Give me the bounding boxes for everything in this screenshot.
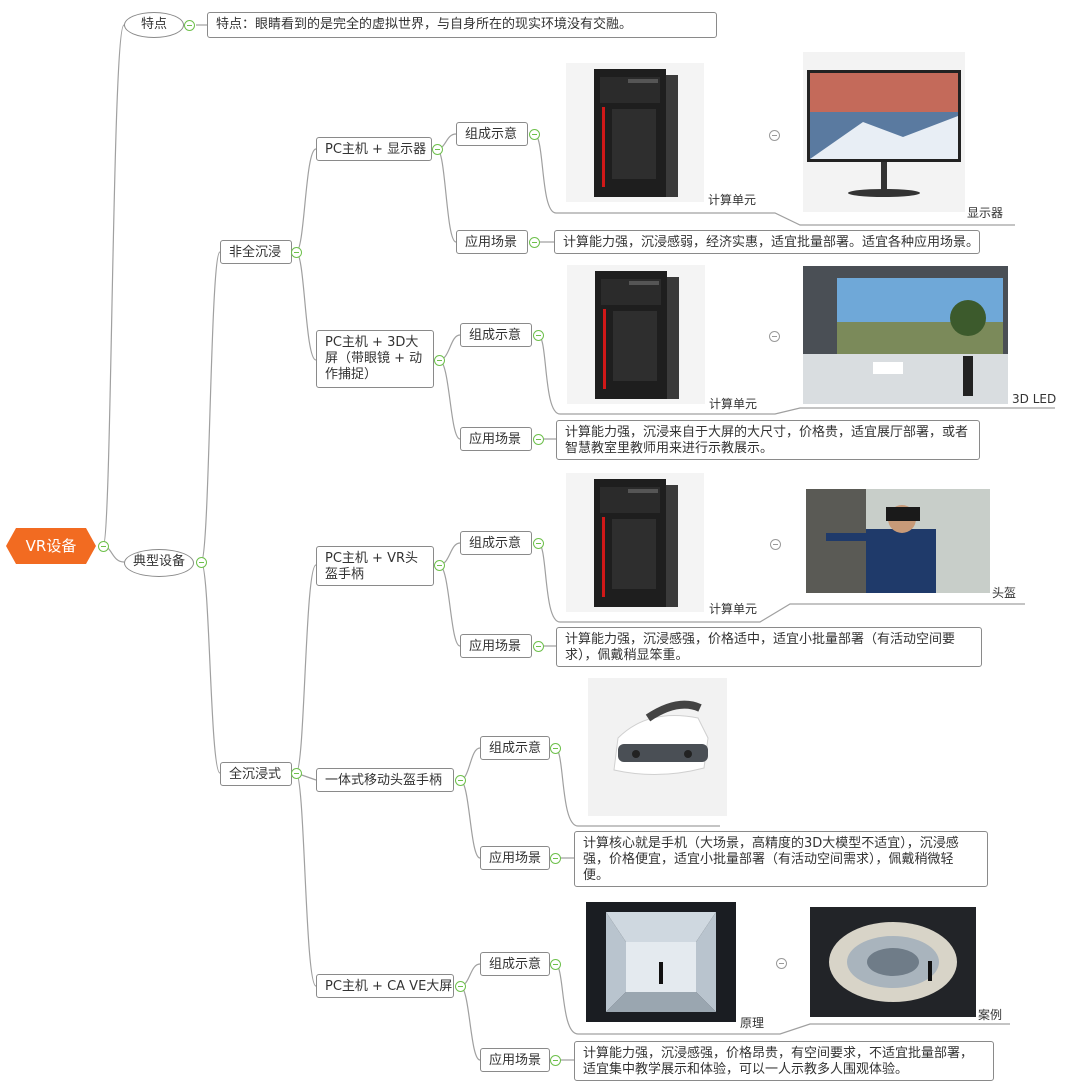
device-pc-monitor-node[interactable]: PC主机 + 显示器: [316, 137, 432, 161]
device-pc-cave-node[interactable]: PC主机 + CA VE大屏: [316, 974, 454, 998]
image-caption: 3D LED: [1012, 392, 1057, 406]
collapse-icon[interactable]: [550, 853, 561, 864]
apply-node[interactable]: 应用场景: [480, 1048, 550, 1072]
pc-tower-image: [566, 473, 704, 612]
feature-node[interactable]: 特点: [124, 12, 184, 38]
collapse-icon[interactable]: [776, 958, 787, 969]
cave-principle-image: [586, 902, 736, 1022]
3d-led-screen-image: [803, 266, 1008, 404]
collapse-icon[interactable]: [769, 130, 780, 141]
apply-text-node[interactable]: 计算能力强，沉浸感强，价格昂贵，有空间要求，不适宜批量部署，适宜集中教学展示和体…: [574, 1041, 994, 1081]
compose-node[interactable]: 组成示意: [480, 736, 550, 760]
collapse-icon[interactable]: [434, 560, 445, 571]
collapse-icon[interactable]: [550, 959, 561, 970]
image-caption: 原理: [740, 1016, 765, 1030]
apply-text-node[interactable]: 计算能力强，沉浸来自于大屏的大尺寸，价格贵，适宜展厅部署，或者智慧教室里教师用来…: [556, 420, 980, 460]
image-caption: 头盔: [992, 586, 1017, 600]
apply-node[interactable]: 应用场景: [480, 846, 550, 870]
collapse-icon[interactable]: [98, 541, 109, 552]
collapse-icon[interactable]: [533, 538, 544, 549]
collapse-icon[interactable]: [432, 144, 443, 155]
full-immersive-node[interactable]: 全沉浸式: [220, 762, 292, 786]
apply-node[interactable]: 应用场景: [460, 634, 532, 658]
collapse-icon[interactable]: [550, 1055, 561, 1066]
apply-node[interactable]: 应用场景: [456, 230, 528, 254]
device-pc-3d-screen-node[interactable]: PC主机 + 3D大屏（带眼镜 + 动作捕捉）: [316, 330, 434, 388]
compose-node[interactable]: 组成示意: [460, 531, 532, 555]
compose-node[interactable]: 组成示意: [456, 122, 528, 146]
collapse-icon[interactable]: [529, 129, 540, 140]
cave-case-image: [810, 907, 976, 1017]
image-caption: 显示器: [967, 206, 1004, 220]
device-pc-vr-headset-node[interactable]: PC主机 + VR头盔手柄: [316, 546, 434, 586]
device-standalone-headset-node[interactable]: 一体式移动头盔手柄: [316, 768, 454, 792]
collapse-icon[interactable]: [533, 434, 544, 445]
feature-text-node[interactable]: 特点：眼睛看到的是完全的虚拟世界，与自身所在的现实环境没有交融。: [207, 12, 717, 38]
image-caption: 计算单元: [708, 193, 757, 207]
compose-node[interactable]: 组成示意: [480, 952, 550, 976]
collapse-icon[interactable]: [291, 247, 302, 258]
collapse-icon[interactable]: [434, 355, 445, 366]
apply-node[interactable]: 应用场景: [460, 427, 532, 451]
apply-text-node[interactable]: 计算能力强，沉浸感强，价格适中，适宜小批量部署（有活动空间要求），佩戴稍显笨重。: [556, 627, 982, 667]
collapse-icon[interactable]: [529, 237, 540, 248]
root-node[interactable]: VR设备: [6, 528, 96, 564]
collapse-icon[interactable]: [550, 743, 561, 754]
non-immersive-node[interactable]: 非全沉浸: [220, 240, 292, 264]
monitor-image: [803, 52, 965, 212]
image-caption: 计算单元: [709, 602, 758, 616]
collapse-icon[interactable]: [455, 981, 466, 992]
collapse-icon[interactable]: [455, 775, 466, 786]
image-caption: 案例: [978, 1008, 1003, 1022]
compose-node[interactable]: 组成示意: [460, 323, 532, 347]
standalone-headset-image: [588, 678, 727, 816]
collapse-icon[interactable]: [769, 331, 780, 342]
typical-devices-node[interactable]: 典型设备: [124, 549, 194, 577]
pc-tower-image: [566, 63, 704, 202]
apply-text-node[interactable]: 计算能力强，沉浸感弱，经济实惠，适宜批量部署。适宜各种应用场景。: [554, 230, 980, 254]
vr-headset-user-image: [806, 489, 990, 593]
collapse-icon[interactable]: [533, 330, 544, 341]
collapse-icon[interactable]: [770, 539, 781, 550]
pc-tower-image: [567, 265, 705, 404]
collapse-icon[interactable]: [533, 641, 544, 652]
apply-text-node[interactable]: 计算核心就是手机（大场景，高精度的3D大模型不适宜），沉浸感强，价格便宜，适宜小…: [574, 831, 988, 887]
collapse-icon[interactable]: [196, 557, 207, 568]
collapse-icon[interactable]: [291, 768, 302, 779]
collapse-icon[interactable]: [184, 20, 195, 31]
image-caption: 计算单元: [709, 397, 758, 411]
